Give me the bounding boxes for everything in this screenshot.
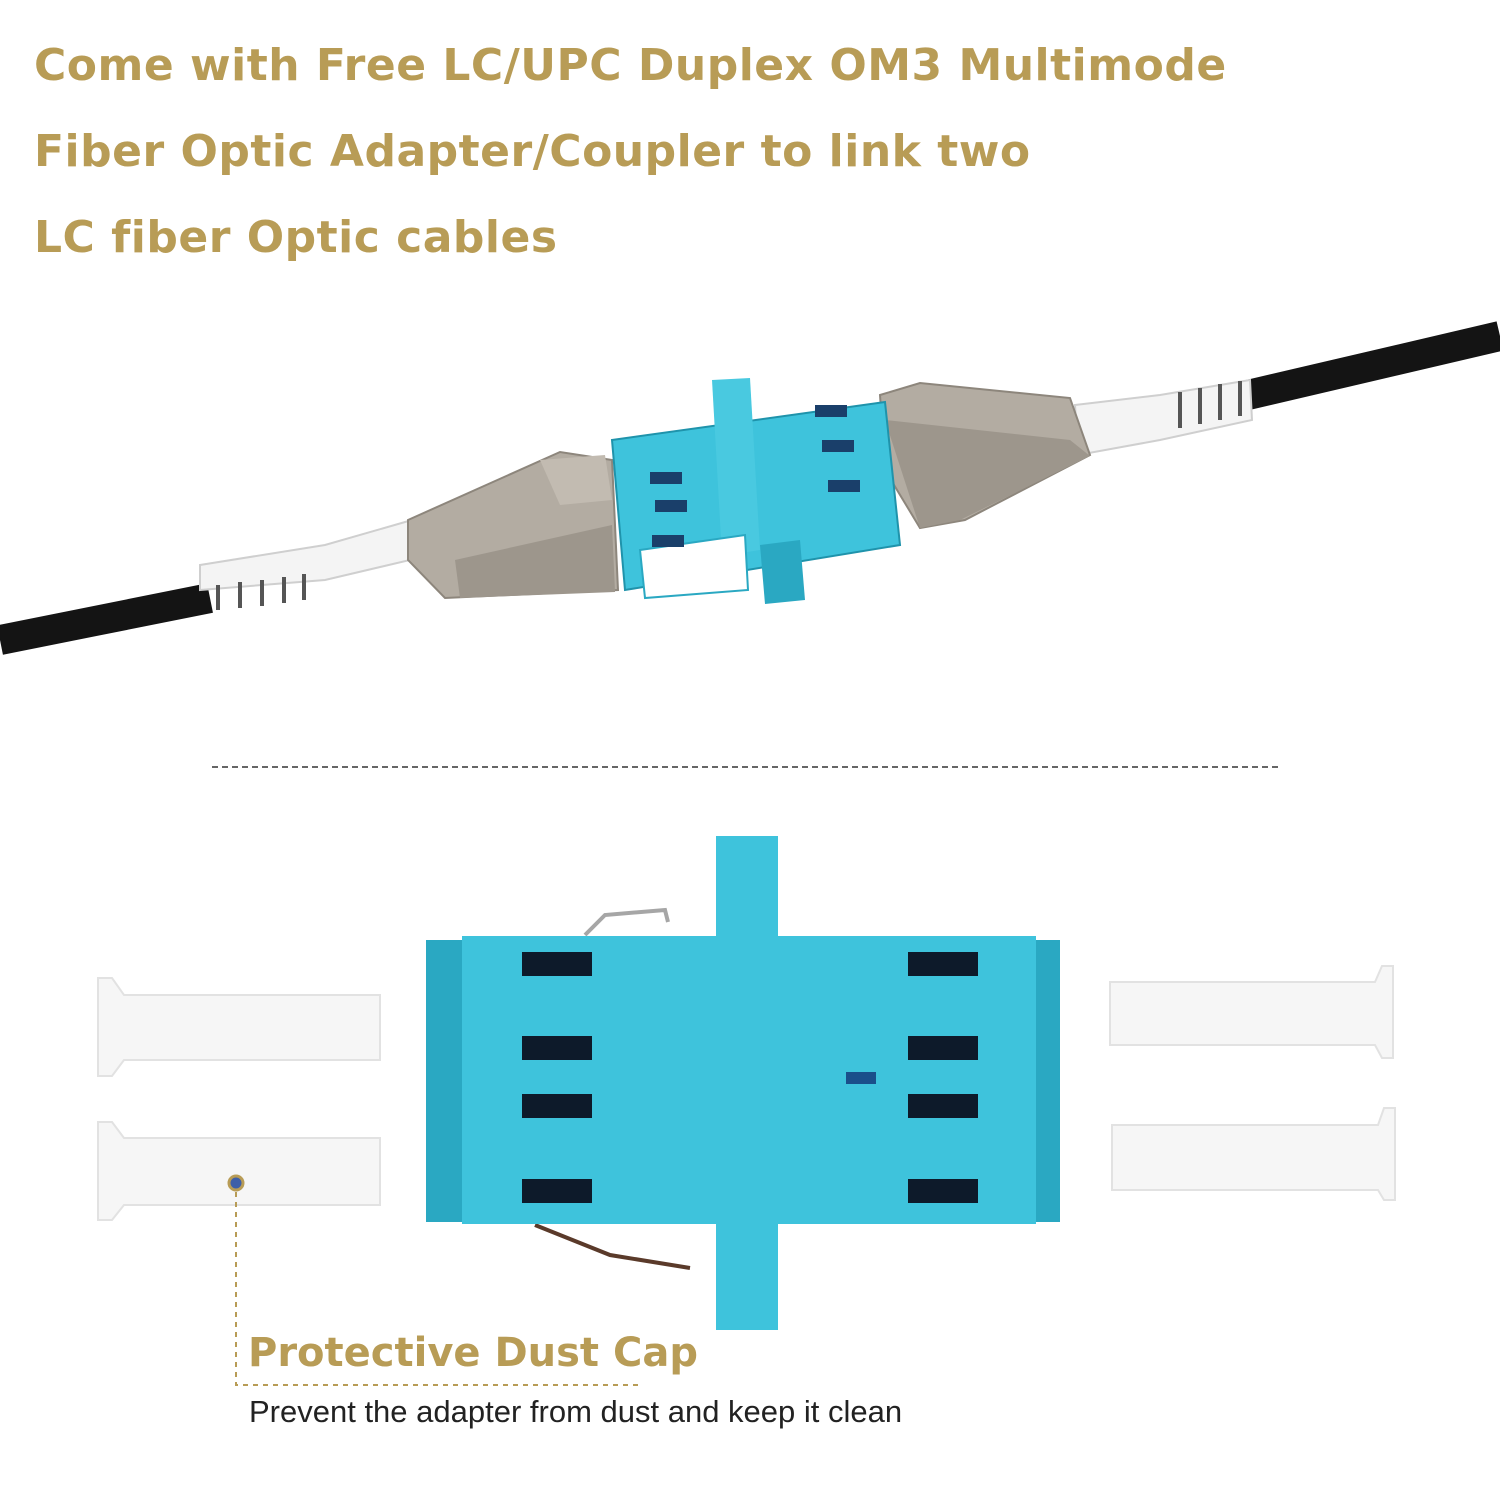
adapter-metal-clip-bottom — [534, 1223, 691, 1270]
headline-line-1: Come with Free LC/UPC Duplex OM3 Multimo… — [34, 40, 1227, 91]
dust-cap-callout-title: Protective Dust Cap — [248, 1330, 698, 1376]
left-dust-cap-bottom — [97, 1121, 381, 1221]
callout-marker — [227, 1174, 245, 1192]
left-dust-cap-top — [97, 977, 381, 1077]
adapter-metal-clip-top — [583, 907, 670, 937]
left-fiber-cable — [0, 583, 213, 655]
dust-cap-callout-description: Prevent the adapter from dust and keep i… — [249, 1394, 903, 1429]
left-lc-connector — [407, 450, 620, 600]
section-divider — [212, 766, 1278, 768]
connected-cables-illustration — [0, 321, 1500, 655]
headline-line-3: LC fiber Optic cables — [34, 212, 558, 263]
headline-line-2: Fiber Optic Adapter/Coupler to link two — [34, 126, 1031, 177]
right-lc-connector — [878, 381, 1092, 530]
aqua-adapter-body — [426, 836, 1060, 1330]
callout-leader-line — [235, 1192, 640, 1386]
right-dust-cap-top — [1109, 965, 1394, 1059]
right-fiber-cable — [1231, 321, 1500, 413]
right-dust-cap-bottom — [1111, 1107, 1396, 1201]
aqua-duplex-adapter — [610, 378, 902, 604]
